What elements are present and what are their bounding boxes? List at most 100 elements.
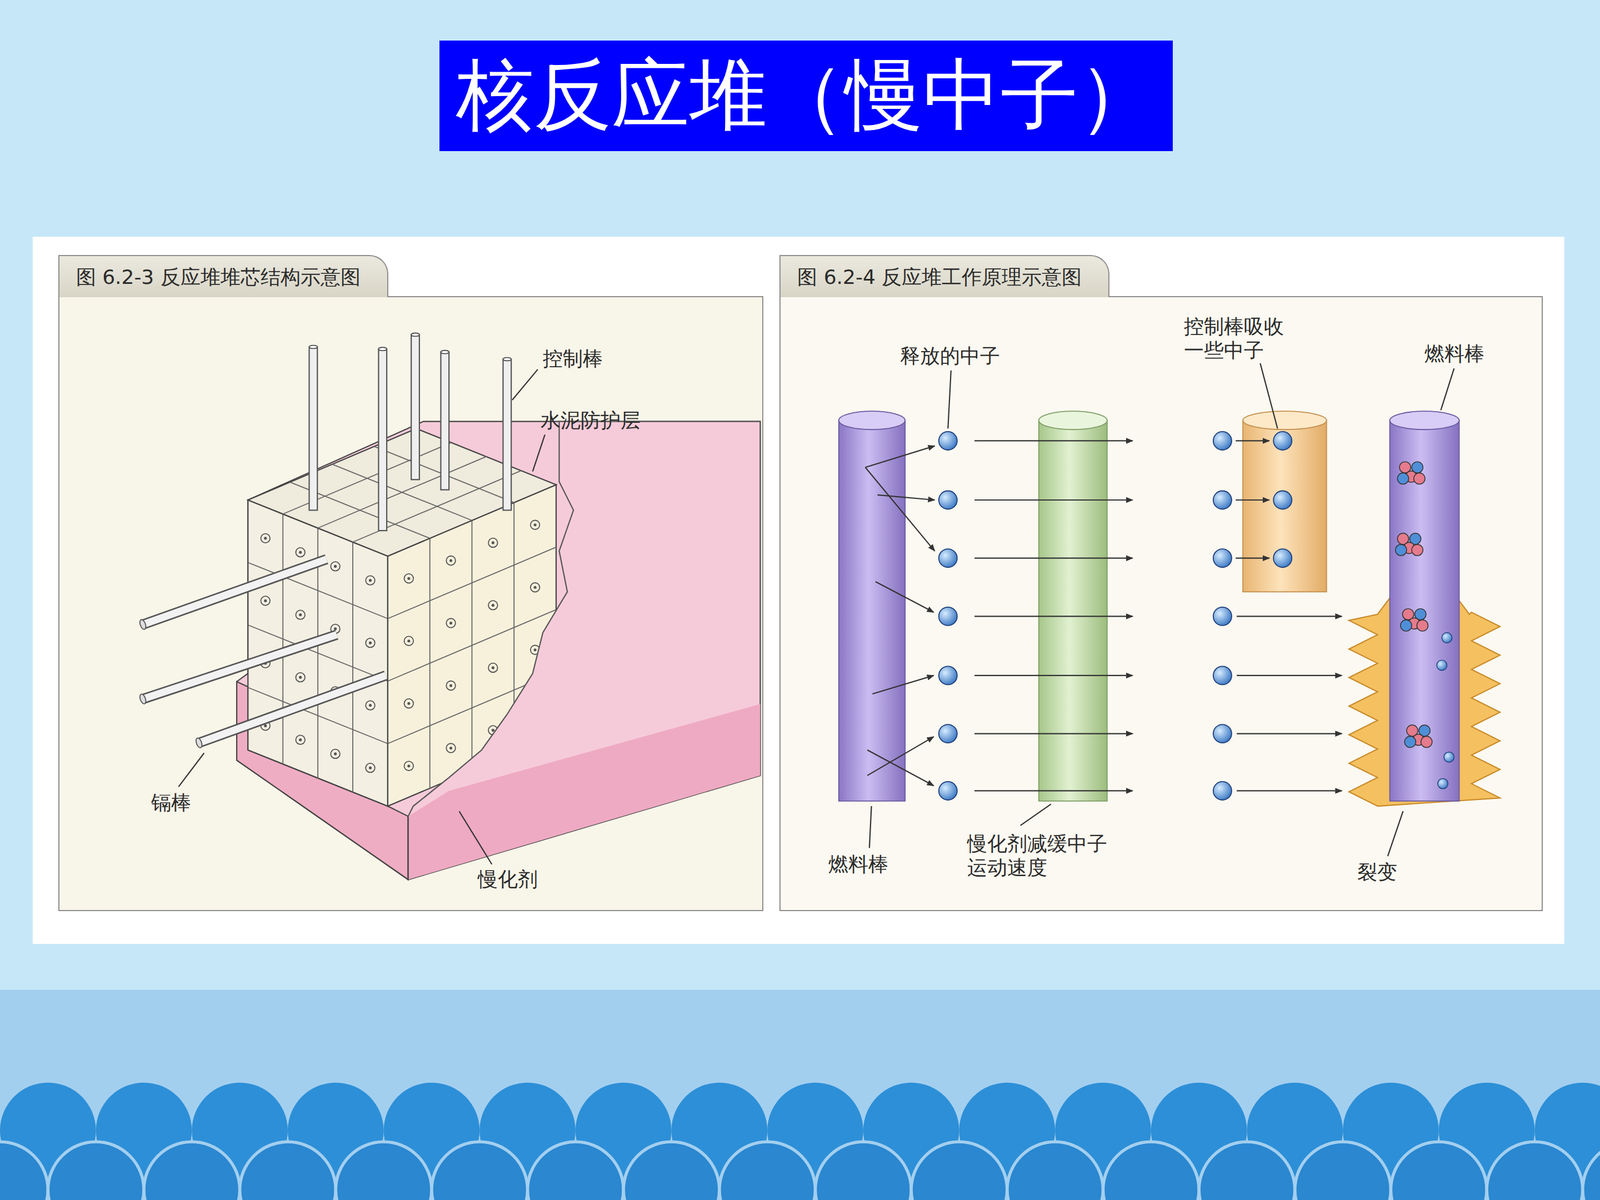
- leader-line: [178, 753, 204, 788]
- part-label: 释放的中子: [900, 343, 1000, 368]
- cadmium-rod: [142, 559, 327, 625]
- fuel-cell: [295, 735, 305, 745]
- neutron-arrow: [974, 790, 1133, 792]
- cement-face: [408, 703, 761, 880]
- fuel-cell: [365, 700, 375, 710]
- cadmium-rod: [198, 675, 386, 743]
- fuel-cell: [298, 676, 302, 679]
- nucleon: [1404, 736, 1416, 748]
- fuel-cell: [404, 636, 414, 646]
- scale-arch: [1295, 1141, 1392, 1200]
- cadmium-rod: [195, 737, 204, 749]
- neutron: [1213, 666, 1232, 685]
- part-label: 控制棒吸收 一些中子: [1183, 314, 1290, 363]
- figure-tab: 图 6.2-4 反应堆工作原理示意图: [779, 255, 1110, 297]
- control-rod: [378, 347, 387, 351]
- leader-line: [869, 363, 1454, 857]
- fuel-cell: [298, 738, 302, 742]
- control-rod: [503, 359, 512, 511]
- fuel-cell: [530, 520, 540, 530]
- neutron: [938, 490, 958, 509]
- neutron: [938, 781, 958, 800]
- nucleon: [1411, 544, 1423, 556]
- figure-tab: 图 6.2-3 反应堆堆芯结构示意图: [58, 255, 389, 297]
- nucleon: [1395, 544, 1407, 556]
- fuel-cell: [491, 728, 495, 732]
- fuel-cell: [263, 724, 267, 728]
- neutron: [1441, 632, 1452, 643]
- neutron-arrow: [974, 557, 1133, 559]
- cadmium-rod: [138, 618, 148, 630]
- uranium-nucleus: [1395, 461, 1455, 789]
- figure-panel: 图 6.2-3 反应堆堆芯结构示意图: [58, 296, 764, 912]
- nucleon: [1416, 620, 1428, 632]
- grid-line: [387, 609, 557, 682]
- control-rod: [1242, 411, 1327, 592]
- neutron-arrow: [1235, 557, 1270, 559]
- neutron-arrow: [1236, 615, 1342, 617]
- fuel-cell: [449, 683, 453, 687]
- fuel-cell: [263, 536, 267, 540]
- fuel-cell: [298, 613, 302, 617]
- fuel-cell: [488, 538, 498, 548]
- scale-arch: [1103, 1141, 1200, 1200]
- neutron: [938, 431, 1293, 800]
- fuel-cell: [368, 641, 372, 645]
- part-label: 慢化剂减缓中子 运动速度: [967, 831, 1114, 880]
- leader-line: [1440, 368, 1454, 410]
- part-label: 燃料棒: [828, 852, 889, 877]
- neutron-arrow: [875, 581, 934, 613]
- fuel-cell: [491, 541, 495, 544]
- part-label: 控制棒: [542, 346, 603, 371]
- scale-arch: [1198, 1141, 1295, 1200]
- part-label: 燃料棒: [1424, 341, 1485, 366]
- grid-line: [352, 542, 354, 793]
- part-label: 镉棒: [151, 790, 192, 815]
- fuel-cell: [491, 603, 495, 607]
- fuel-cell: [404, 698, 414, 709]
- fuel-cell: [449, 621, 453, 625]
- fuel-cell: [368, 766, 372, 770]
- cadmium-rod: [198, 675, 386, 743]
- neutron-arrow: [867, 750, 934, 786]
- neutron: [1213, 724, 1232, 743]
- neutron: [1273, 548, 1292, 568]
- fuel-rod: [838, 411, 905, 430]
- neutron-arrow: [865, 440, 1343, 791]
- neutron: [1443, 752, 1454, 763]
- neutron-arrow: [974, 675, 1133, 677]
- fuel-cell: [446, 743, 456, 753]
- nucleon: [1397, 472, 1409, 484]
- fuel-cell: [404, 761, 414, 771]
- fuel-cell: [407, 764, 410, 768]
- cadmium-rod: [142, 634, 337, 699]
- neutron: [1213, 548, 1232, 568]
- part-label: 裂变: [1357, 860, 1398, 884]
- fuel-cell: [368, 578, 372, 582]
- fuel-cell: [449, 558, 453, 562]
- fuel-rod: [1390, 411, 1460, 802]
- fuel-cell: [295, 547, 305, 558]
- scale-arch: [911, 1141, 1008, 1200]
- cadmium-rod: [138, 559, 387, 749]
- neutron: [1213, 607, 1232, 626]
- control-rod: [309, 333, 512, 532]
- fuel-cell: [330, 561, 340, 572]
- fuel-cell: [263, 599, 267, 603]
- cadmium-rod: [138, 693, 148, 705]
- fuel-cell: [446, 618, 456, 628]
- neutron-arrow: [1235, 440, 1270, 442]
- fuel-cell: [295, 672, 305, 683]
- moderator-rod: [1038, 411, 1108, 802]
- scale-arch: [1390, 1141, 1487, 1200]
- figure-heading: 图 6.2-3 反应堆堆芯结构示意图: [76, 265, 361, 289]
- title-text: 核反应堆（慢中子）: [456, 43, 1157, 149]
- fuel-cell: [407, 702, 410, 705]
- control-rod: [411, 334, 420, 480]
- control-rod: [378, 348, 387, 531]
- fuel-cell: [261, 596, 271, 606]
- neutron-arrow: [974, 499, 1133, 501]
- scale-arch: [815, 1141, 912, 1200]
